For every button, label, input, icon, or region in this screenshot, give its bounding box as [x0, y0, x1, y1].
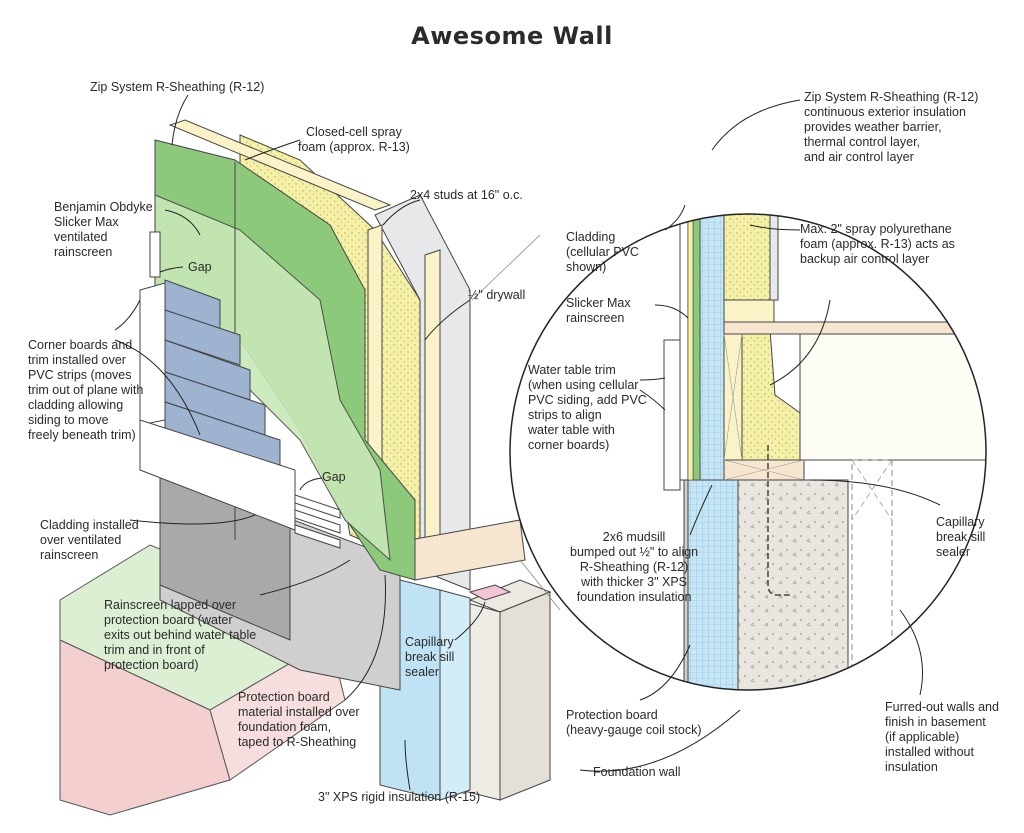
floor-joist: [723, 321, 986, 335]
rainscreen-strip: [149, 231, 161, 278]
section-detail: [510, 214, 986, 690]
label-spray-right: Max. 2" spray polyurethane foam (approx.…: [800, 222, 955, 266]
label-capillary-right: Capillary break sill sealer: [936, 515, 986, 559]
foundation-concrete: [737, 479, 849, 690]
label-water-table: Water table trim (when using cellular PV…: [528, 363, 647, 452]
floor-joist-body: [799, 333, 986, 461]
stud-2: [424, 249, 441, 561]
label-gap-top: Gap: [188, 260, 212, 274]
label-foundation: Foundation wall: [593, 765, 681, 779]
label-protection-left: Protection board material installed over…: [238, 690, 360, 749]
cladding-section: [679, 214, 689, 481]
label-spray-foam-left: Closed-cell spray foam (approx. R-13): [298, 125, 410, 154]
water-table-section: [663, 339, 681, 491]
leader-lines-right: [579, 99, 941, 772]
label-cladding-right: Cladding (cellular PVC shown): [566, 230, 639, 274]
label-cladding-left: Cladding installed over ventilated rains…: [40, 518, 139, 562]
label-studs: 2x4 studs at 16" o.c.: [410, 188, 523, 202]
sill-sealer: [468, 584, 512, 601]
xps-insulation-side: [439, 589, 471, 801]
label-zip-left: Zip System R-Sheathing (R-12): [90, 80, 265, 94]
protection-board-section: [683, 479, 689, 690]
label-protection-right: Protection board (heavy-gauge coil stock…: [566, 708, 702, 737]
label-mudsill: 2x6 mudsill bumped out ½" to align R-She…: [570, 530, 699, 604]
corner-board: [139, 282, 166, 426]
top-plate-section: [723, 299, 775, 323]
detail-circle-outline: [509, 213, 987, 691]
label-slicker-right: Slicker Max rainscreen: [566, 296, 631, 325]
furred-wall: [851, 459, 893, 690]
leader-lines-left: [114, 94, 486, 791]
slicker-section: [687, 214, 694, 481]
diagram-title: Awesome Wall: [411, 22, 613, 50]
label-furred: Furred-out walls and finish in basement …: [885, 700, 999, 774]
label-xps: 3" XPS rigid insulation (R-15): [318, 790, 481, 804]
sheathing-face: [692, 214, 701, 481]
label-gap-bottom: Gap: [322, 470, 346, 484]
label-zip-right: Zip System R-Sheathing (R-12) continuous…: [804, 90, 979, 164]
label-rainscreen-lapped: Rainscreen lapped over protection board …: [104, 598, 257, 672]
zip-sheathing-section: [699, 214, 725, 481]
label-capillary-left: Capillary break sill sealer: [405, 635, 455, 679]
top-plate: [168, 119, 392, 211]
label-obdyke: Benjamin Obdyke Slicker Max ventilated r…: [54, 200, 153, 259]
pvc-strips: [294, 494, 341, 549]
anchor-bolt: [767, 445, 790, 596]
foundation-wall-face: [499, 591, 551, 801]
label-drywall: ½" drywall: [468, 288, 526, 302]
label-corner-boards: Corner boards and trim installed over PV…: [28, 338, 144, 442]
soil-section: [59, 639, 231, 816]
